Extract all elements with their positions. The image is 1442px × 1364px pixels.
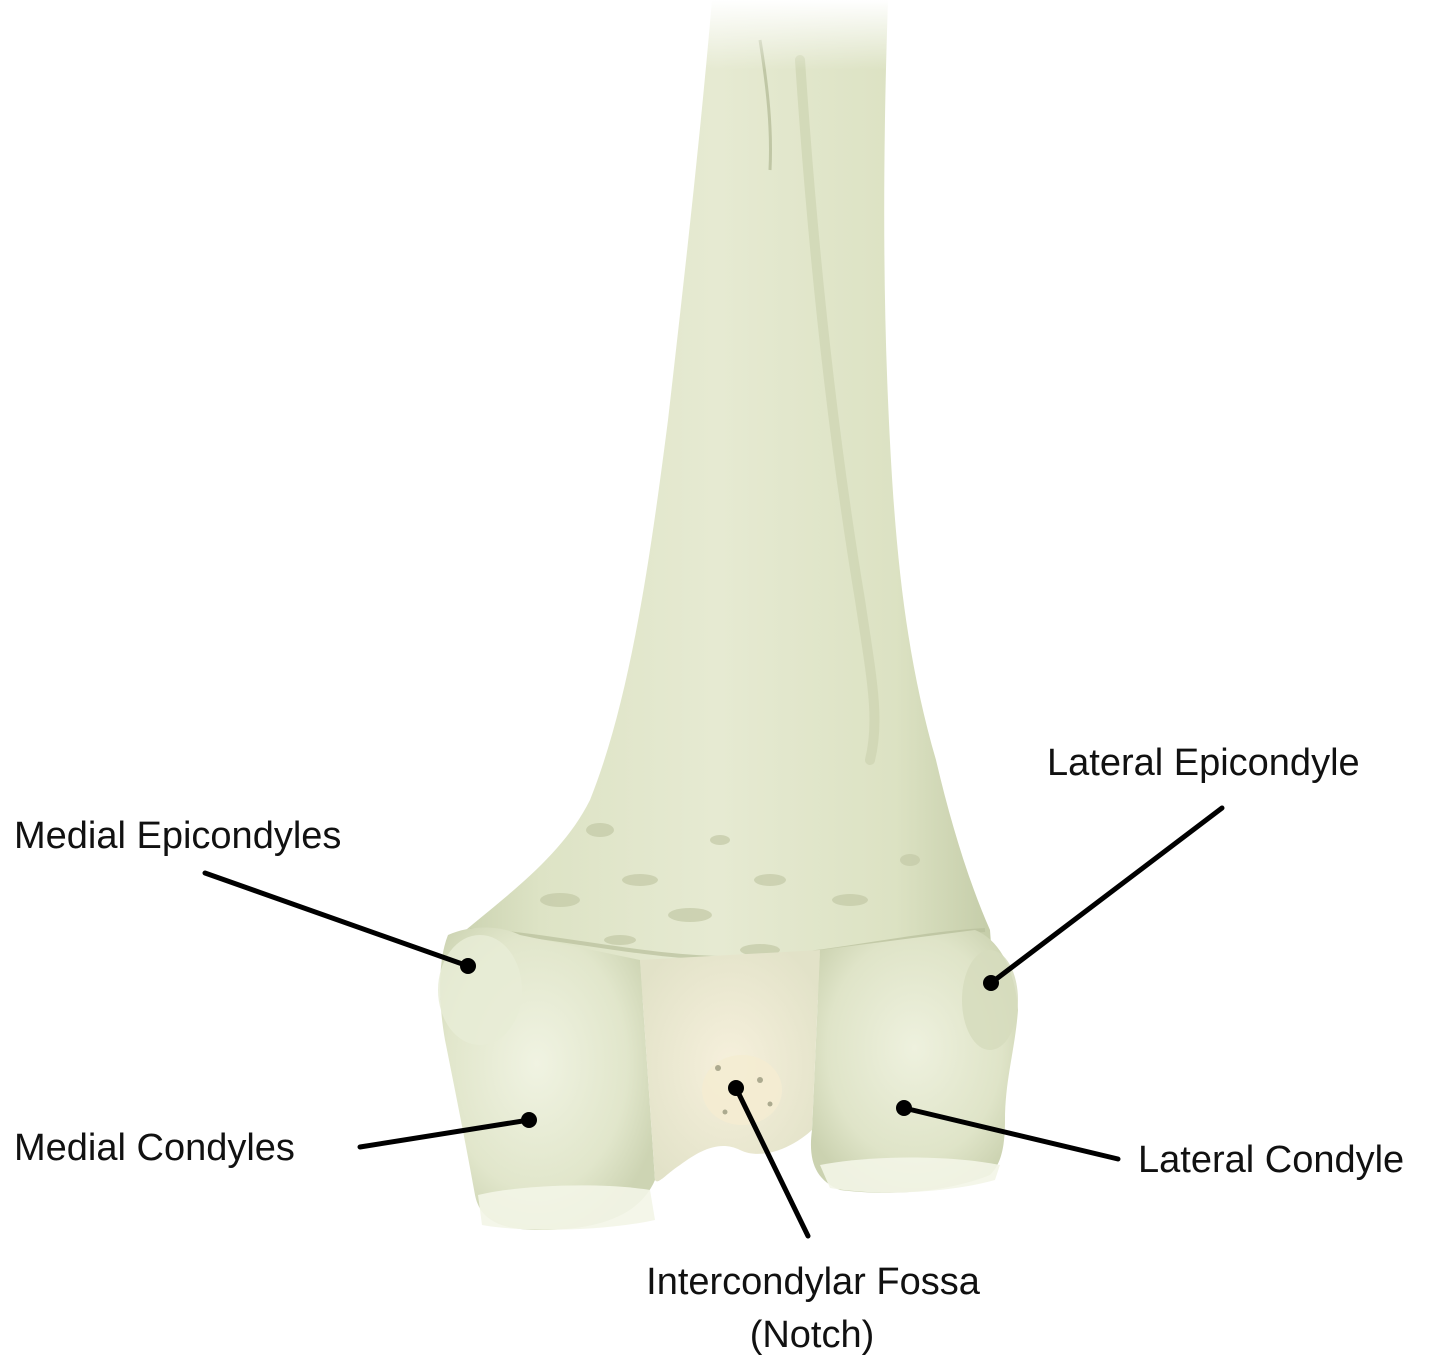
lateral-articular-surface bbox=[820, 1158, 1000, 1193]
medial-articular-surface bbox=[478, 1185, 655, 1229]
lateral-epicondyle-bump bbox=[962, 950, 1018, 1050]
medial-epicondyles-dot bbox=[460, 958, 476, 974]
medial-condyles-dot bbox=[521, 1112, 537, 1128]
lateral-epicondyle-leader bbox=[991, 808, 1222, 983]
intercondylar-fossa-dot bbox=[728, 1080, 744, 1096]
label-lateral-epicondyle: Lateral Epicondyle bbox=[1047, 742, 1360, 784]
top-fade bbox=[680, 0, 920, 70]
femur-shaft bbox=[440, 0, 995, 1000]
label-medial-epicondyles: Medial Epicondyles bbox=[14, 815, 341, 857]
femur-bone-illustration bbox=[438, 0, 1018, 1230]
lateral-condyle-dot bbox=[896, 1100, 912, 1116]
label-intercondylar-notch: (Notch) bbox=[750, 1314, 875, 1356]
lateral-epicondyle-dot bbox=[983, 975, 999, 991]
label-intercondylar-fossa: Intercondylar Fossa bbox=[646, 1261, 981, 1303]
label-lateral-condyle: Lateral Condyle bbox=[1138, 1139, 1404, 1181]
label-medial-condyles: Medial Condyles bbox=[14, 1127, 295, 1169]
medial-epicondyles-leader bbox=[205, 873, 468, 966]
medial-epicondyle-bump bbox=[438, 935, 522, 1045]
